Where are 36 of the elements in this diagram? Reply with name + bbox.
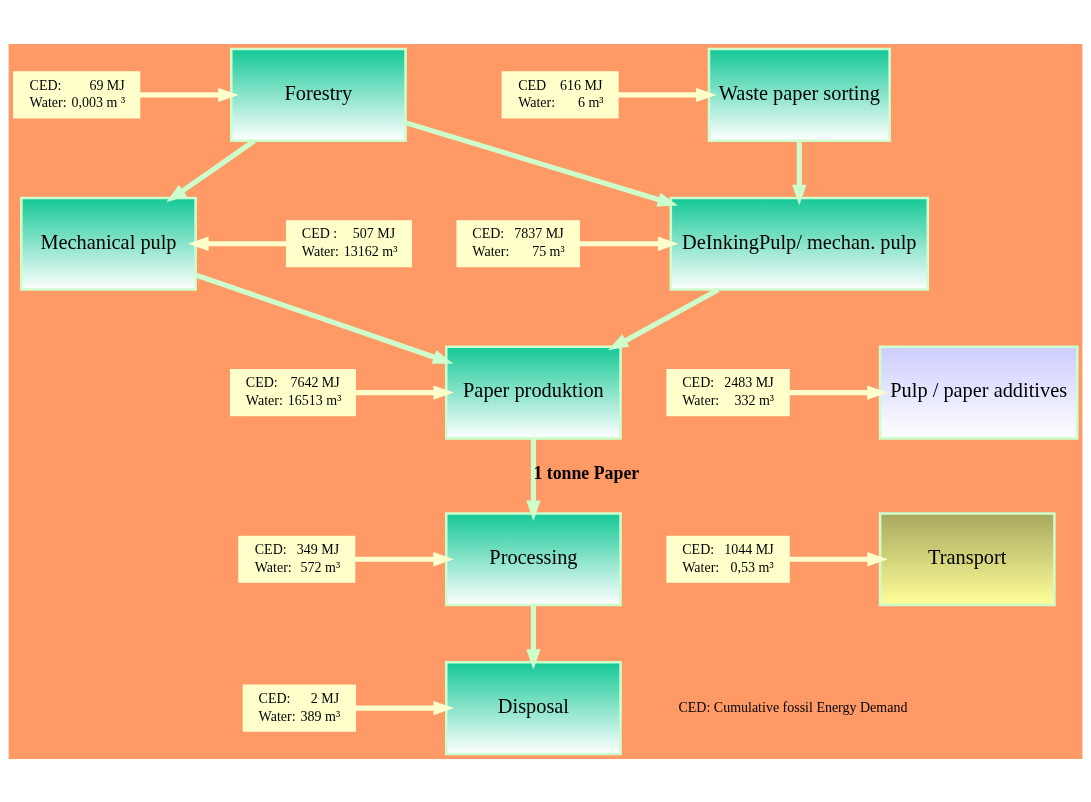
arrow <box>607 286 720 350</box>
arrow <box>139 87 239 102</box>
node-box: CED: 349 MJ Water: 572 m³ <box>238 535 356 583</box>
node-box: Processing <box>445 511 622 606</box>
node-box: Pulp / paper additives <box>878 345 1079 440</box>
node-box: Paper produktion <box>445 345 622 440</box>
node-box: Mechanical pulp <box>20 196 197 291</box>
arrow <box>355 551 454 566</box>
label: CED: Cumulative fossil Energy Demand <box>678 699 908 715</box>
arrow <box>355 700 454 715</box>
node-box: CED: 2483 MJ Water: 332 m³ <box>666 368 790 416</box>
node-box: Forestry <box>230 47 407 142</box>
arrow <box>792 140 807 205</box>
node-box: CED 616 MJ Water: 6 m³ <box>501 70 619 118</box>
node-box: Disposal <box>445 660 622 755</box>
edge-label: 1 tonne Paper <box>533 462 640 483</box>
arrow <box>526 438 541 521</box>
arrow <box>526 604 541 670</box>
arrow <box>618 87 717 102</box>
arrow <box>789 384 888 400</box>
arrow <box>405 119 678 206</box>
arrow <box>579 236 679 251</box>
node-box: CED: 1044 MJ Water: 0,53 m³ <box>666 535 790 583</box>
node-box: CED : 507 MJ Water: 13162 m³ <box>285 219 412 267</box>
node-box: CED: 2 MJ Water: 389 m³ <box>242 684 356 732</box>
node-box: CED: 7642 MJ Water: 16513 m³ <box>230 368 356 416</box>
node-box: CED: 69 MJ Water: 0,003 m ³ <box>13 70 141 118</box>
arrow <box>166 138 256 202</box>
arrow <box>188 236 287 251</box>
node-box: Transport <box>878 511 1056 606</box>
arrow <box>355 384 454 400</box>
arrow <box>195 272 454 364</box>
node-box: CED: 7837 MJ Water: 75 m³ <box>456 219 580 267</box>
arrow <box>789 551 888 566</box>
node-box: Waste paper sorting <box>707 47 891 142</box>
node-box: DeInkingPulp/ mechan. pulp <box>669 196 930 291</box>
